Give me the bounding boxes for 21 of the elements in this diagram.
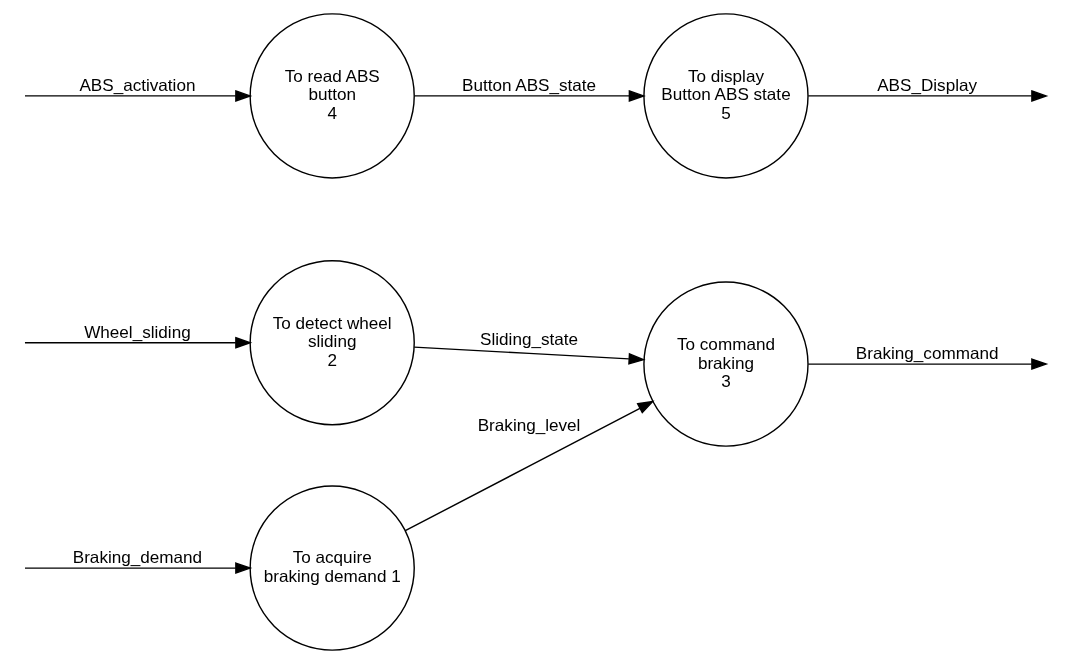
edge-label: Braking_level [477,415,581,435]
edge-label: Button ABS_state [462,76,597,96]
edge-label: Sliding_state [480,329,579,349]
edge-label: Braking_demand [72,548,203,568]
node-circle: To display Button ABS state 5 [643,13,809,179]
arrow [807,358,1049,371]
node-circle: To acquire braking demand 1 [249,485,415,651]
arrow [404,400,655,532]
node-circle: To command braking 3 [643,281,809,447]
edge-label: ABS_activation [79,76,196,96]
arrow [24,562,253,575]
node-circle: To detect wheel sliding 2 [249,259,415,426]
edge-label: ABS_Display [877,76,978,96]
edge-label: Wheel_sliding [84,322,191,342]
arrow [413,89,646,102]
edge-label: Braking_command [855,344,999,364]
arrow [413,346,646,365]
node-circle: To read ABS button 4 [249,13,415,179]
arrow [24,89,253,102]
arrow [807,89,1049,102]
arrow [24,336,253,349]
